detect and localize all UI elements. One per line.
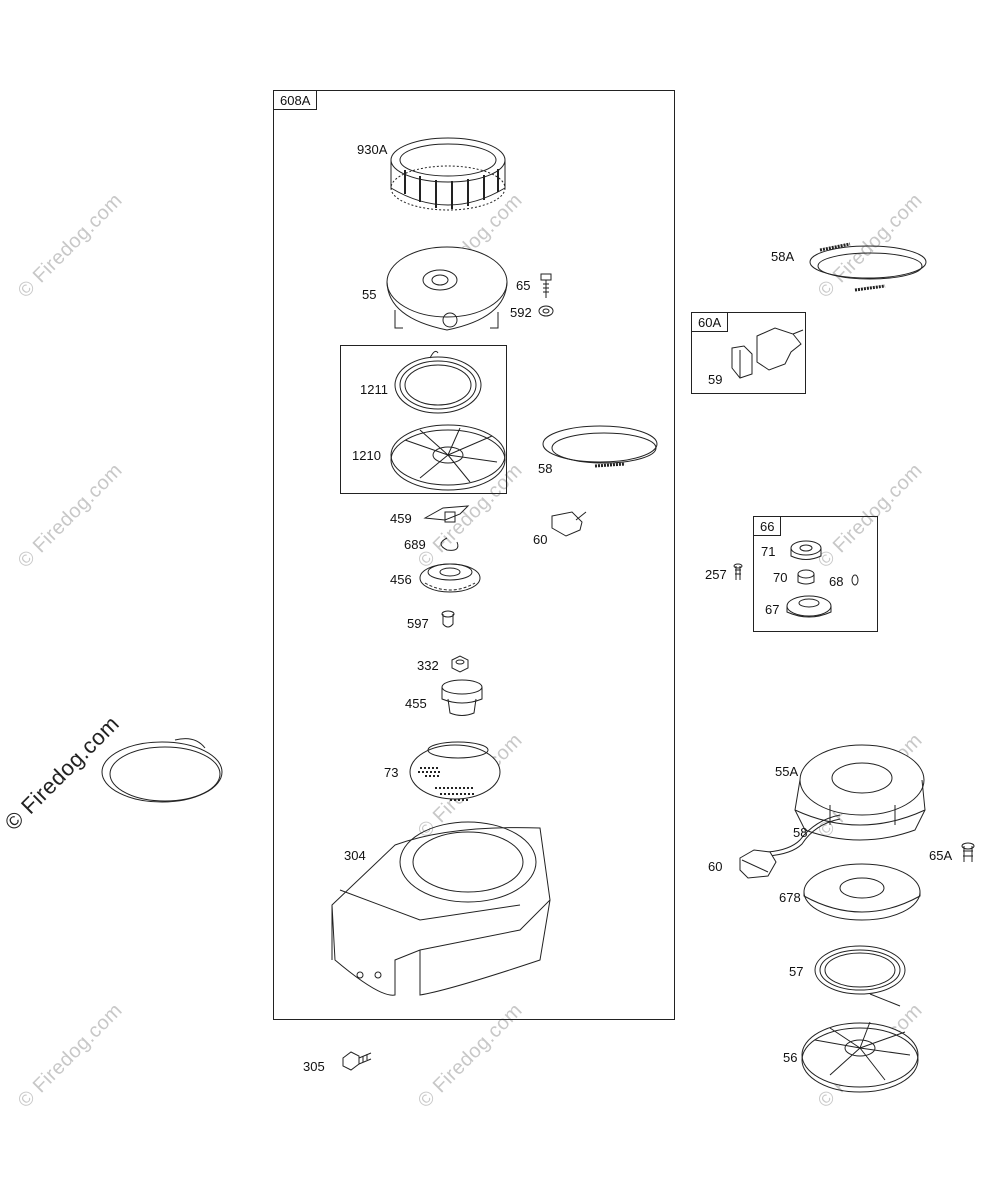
callout-689: 689 xyxy=(404,537,426,552)
callout-597: 597 xyxy=(407,616,429,631)
part-678-washer xyxy=(803,863,921,921)
part-60-handle xyxy=(551,511,587,537)
group-box-608A: 608A xyxy=(273,90,675,1020)
callout-332: 332 xyxy=(417,658,439,673)
part-332-nut xyxy=(451,655,469,673)
part-65A-screw xyxy=(961,842,975,862)
callout-67: 67 xyxy=(765,602,780,617)
part-1210-pulley xyxy=(390,424,506,491)
part-73-screen xyxy=(409,741,501,801)
callout-71: 71 xyxy=(761,544,776,559)
part-592-nut xyxy=(538,305,554,317)
part-456-retainer xyxy=(419,563,481,593)
callout-455: 455 xyxy=(405,696,427,711)
part-459-pawl xyxy=(423,505,470,523)
part-67-plate xyxy=(786,595,832,618)
callout-70: 70 xyxy=(773,570,788,585)
part-65-screw xyxy=(540,273,552,298)
callout-56: 56 xyxy=(783,1050,798,1065)
callout-592: 592 xyxy=(510,305,532,320)
part-55-housing xyxy=(386,246,508,331)
part-305-bolt xyxy=(342,1051,372,1071)
callout-678: 678 xyxy=(779,890,801,905)
callout-59: 59 xyxy=(708,372,723,387)
part-455-cup xyxy=(441,679,483,716)
part-58A-rope xyxy=(809,242,927,292)
group-box-60A: 60A xyxy=(691,312,806,394)
callout-68: 68 xyxy=(829,574,844,589)
part-58-rope xyxy=(542,425,658,468)
callout-58-assembly: 58 xyxy=(793,825,808,840)
part-rope-loose xyxy=(101,738,223,803)
callout-58: 58 xyxy=(538,461,553,476)
callout-456: 456 xyxy=(390,572,412,587)
group-box-66: 66 xyxy=(753,516,878,632)
part-930A-ring xyxy=(390,137,506,211)
callout-55: 55 xyxy=(362,287,377,302)
part-60A-handle xyxy=(756,327,804,371)
group-tag-608A: 608A xyxy=(273,90,318,110)
part-257-screw xyxy=(733,563,743,580)
callout-65A: 65A xyxy=(929,848,953,863)
part-689-clip xyxy=(440,537,459,551)
part-71-gear xyxy=(790,540,822,560)
callout-1211: 1211 xyxy=(360,382,388,397)
part-304-blower-housing xyxy=(331,821,551,996)
part-70-spring xyxy=(797,569,815,585)
callout-60-assembly: 60 xyxy=(708,859,723,874)
part-58-rope-assembly xyxy=(767,814,841,857)
callout-305: 305 xyxy=(303,1059,325,1074)
part-68-ball xyxy=(851,574,859,586)
callout-60: 60 xyxy=(533,532,548,547)
callout-58A: 58A xyxy=(771,249,795,264)
callout-73: 73 xyxy=(384,765,399,780)
part-56-pulley xyxy=(801,1021,919,1093)
part-59-insert xyxy=(731,345,753,379)
part-597-screw xyxy=(441,610,455,628)
callout-1210: 1210 xyxy=(352,448,381,463)
group-tag-66: 66 xyxy=(753,516,782,536)
group-tag-60A: 60A xyxy=(691,312,729,332)
callout-55A: 55A xyxy=(775,764,799,779)
part-60-handle-bottom xyxy=(739,849,777,879)
part-55A-housing xyxy=(794,744,926,841)
callout-930A: 930A xyxy=(357,142,388,157)
callout-257: 257 xyxy=(705,567,727,582)
callout-459: 459 xyxy=(390,511,412,526)
part-1211-spring xyxy=(394,350,482,414)
group-box-1210-1211 xyxy=(340,345,507,494)
callout-304: 304 xyxy=(344,848,366,863)
callout-65: 65 xyxy=(516,278,531,293)
callout-57: 57 xyxy=(789,964,804,979)
part-57-spring xyxy=(814,945,906,1007)
